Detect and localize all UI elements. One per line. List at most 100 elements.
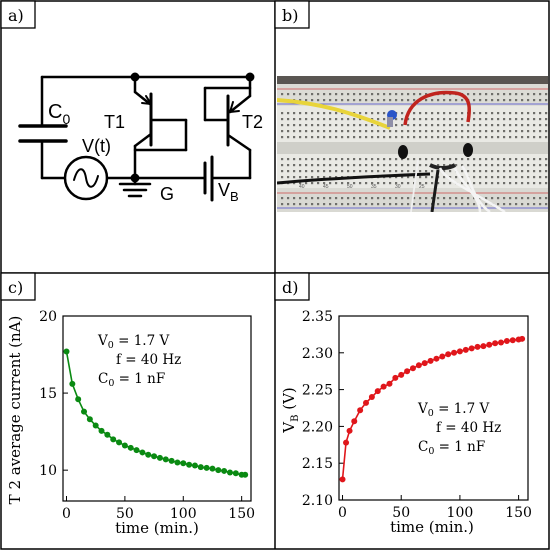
data-point — [519, 335, 526, 342]
data-point — [63, 348, 70, 355]
chart-c-ylabel: T 2 average current (nA) — [6, 316, 24, 505]
svg-text:f = 40 Hz: f = 40 Hz — [116, 352, 181, 368]
yellow-wire — [277, 98, 391, 130]
data-point — [75, 396, 82, 403]
data-point — [221, 467, 228, 474]
x-tick-label: 50 — [392, 505, 410, 521]
data-point — [380, 383, 387, 390]
y-tick-label: 2.10 — [302, 493, 333, 509]
svg-text:C0 = 1 nF: C0 = 1 nF — [418, 439, 485, 457]
data-point — [116, 439, 123, 446]
data-point — [374, 388, 381, 395]
chart-c-xlabel: time (min.) — [115, 519, 199, 537]
data-point — [162, 456, 169, 463]
ground-label: G — [160, 184, 174, 204]
x-tick-label: 50 — [116, 506, 134, 522]
chart-c-plot-area — [62, 315, 252, 502]
chart-d-plot-area — [338, 315, 529, 501]
x-tick-label: 150 — [228, 506, 255, 522]
circuit-labels: C0 V(t) T1 T2 G VB — [48, 101, 263, 204]
data-point — [456, 348, 463, 355]
black-wire — [277, 172, 431, 185]
data-point — [503, 338, 510, 345]
data-point — [409, 365, 416, 372]
data-point — [357, 407, 364, 414]
data-point — [69, 380, 76, 387]
data-point — [110, 436, 117, 443]
data-point — [363, 399, 369, 406]
transistor-photo-1 — [398, 145, 408, 159]
svg-text:25: 25 — [419, 184, 425, 190]
data-point — [427, 357, 434, 364]
panel-label-a: a) — [8, 6, 24, 25]
transistor-photo-2 — [463, 143, 473, 157]
data-point — [339, 476, 346, 483]
chart-c-ticks: 0 50 100 150 10 15 20 — [39, 309, 255, 522]
data-point — [480, 343, 487, 350]
data-point — [86, 416, 93, 423]
data-point — [174, 459, 181, 466]
data-point — [351, 418, 358, 425]
panel-label-d: d) — [282, 278, 298, 297]
y-tick-label: 2.15 — [302, 456, 333, 472]
chart-d-xlabel: time (min.) — [390, 518, 474, 536]
chart-c-series — [63, 348, 249, 478]
svg-text:35: 35 — [371, 184, 377, 190]
svg-text:V0 = 1.7 V: V0 = 1.7 V — [417, 401, 489, 419]
data-point — [445, 351, 452, 358]
svg-text:C0 = 1 nF: C0 = 1 nF — [98, 371, 165, 389]
y-tick-label: 10 — [39, 463, 57, 479]
data-point — [92, 422, 99, 429]
data-point — [191, 462, 198, 469]
data-point — [232, 470, 239, 477]
data-point — [226, 469, 233, 476]
circuit-diagram — [18, 72, 255, 202]
svg-text:50: 50 — [347, 184, 353, 190]
data-point — [180, 460, 187, 467]
data-point — [439, 353, 446, 360]
x-tick-label: 100 — [170, 506, 197, 522]
svg-text:45: 45 — [323, 184, 329, 190]
data-point — [215, 467, 222, 474]
data-point — [145, 451, 152, 458]
data-point — [203, 464, 210, 471]
data-point — [98, 427, 105, 434]
transistor-t2 — [203, 72, 255, 180]
x-tick-label: 100 — [447, 505, 474, 521]
breadboard-photo: 40 45 50 35 30 25 — [277, 76, 548, 212]
battery-label: VB — [218, 180, 239, 204]
t2-label: T2 — [242, 112, 263, 132]
data-point — [404, 368, 411, 375]
data-point — [133, 447, 140, 454]
data-point — [462, 346, 469, 353]
chart-c-annotation: V0 = 1.7 V f = 40 Hz C0 = 1 nF — [97, 333, 181, 389]
y-tick-label: 2.25 — [302, 383, 333, 399]
data-point — [509, 337, 516, 344]
y-tick-label: 20 — [39, 309, 57, 325]
data-point — [343, 439, 350, 446]
data-point — [474, 343, 481, 350]
svg-text:V0 = 1.7 V: V0 = 1.7 V — [97, 333, 169, 351]
data-point — [451, 349, 458, 356]
data-point — [127, 444, 134, 451]
data-point — [139, 449, 146, 456]
x-tick-label: 0 — [62, 506, 71, 522]
panel-label-b: b) — [282, 6, 298, 25]
data-point — [415, 362, 422, 369]
data-point — [81, 408, 88, 415]
data-point — [421, 360, 428, 367]
y-tick-label: 2.20 — [302, 419, 333, 435]
data-point — [368, 393, 375, 400]
data-point — [156, 454, 163, 461]
data-point — [104, 431, 111, 438]
data-point — [168, 457, 175, 464]
y-tick-label: 2.30 — [302, 346, 333, 362]
data-point — [346, 427, 353, 434]
svg-text:f = 40 Hz: f = 40 Hz — [436, 420, 501, 436]
data-point — [121, 442, 128, 449]
y-tick-label: 15 — [39, 386, 57, 402]
x-tick-label: 150 — [505, 505, 532, 521]
